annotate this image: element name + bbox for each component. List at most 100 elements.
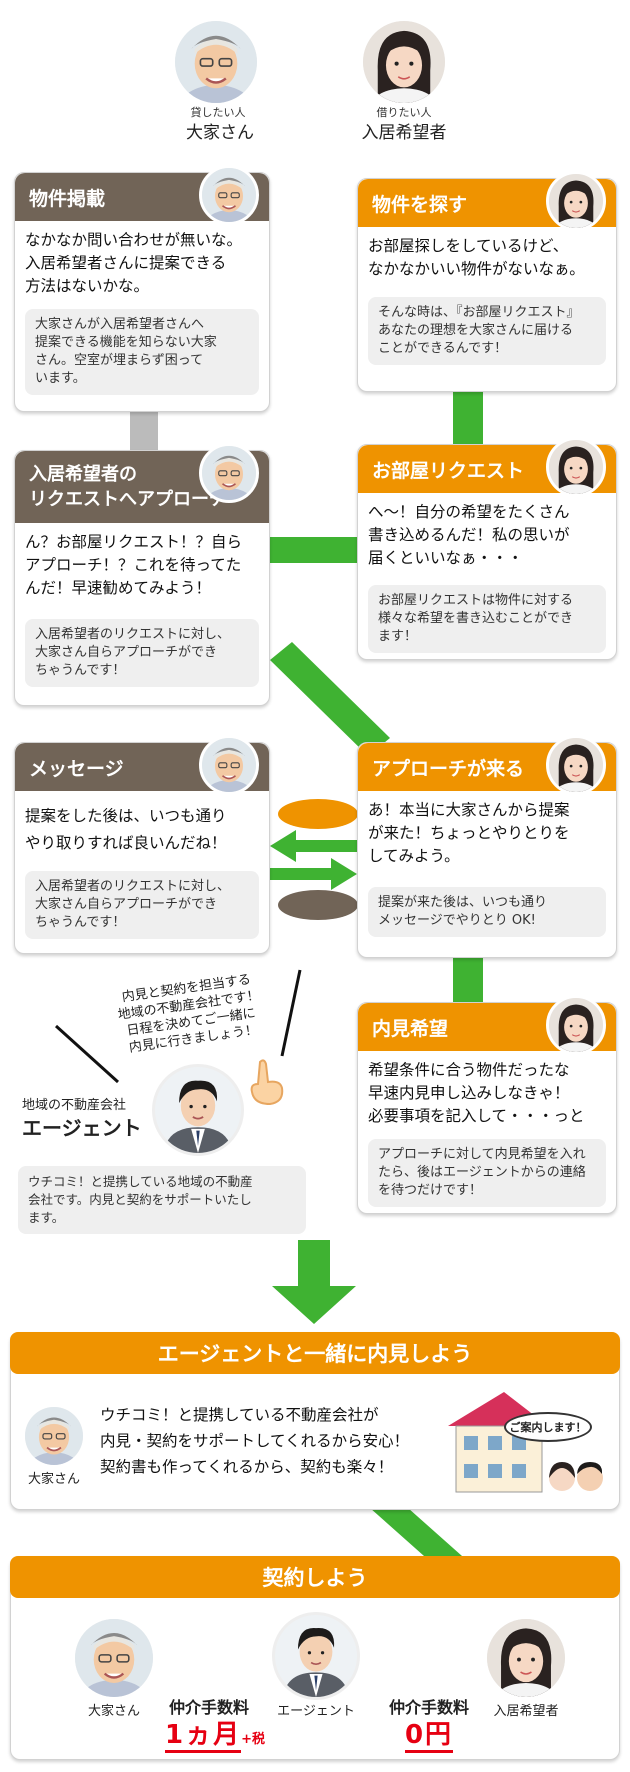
card-room-request-note-line: お部屋リクエストは物件に対する xyxy=(378,593,574,608)
connector-diagonal xyxy=(270,642,390,756)
card-message-title: メッセージ xyxy=(29,757,124,780)
card-message-note: 入居希望者のリクエストに対し、 大家さん自らアプローチができ ちゃうんです！ xyxy=(25,871,259,939)
card-room-request-body-line: 書き込めるんだ！私の思いが xyxy=(368,526,570,544)
card-room-request-note-line: 様々な希望を書き込むことができ xyxy=(378,611,574,626)
card-room-request: お部屋リクエスト へ～！自分の希望をたくさん 書き込めるんだ！私の思いが 届くと… xyxy=(357,437,617,660)
viewing-body-line: ウチコミ！と提携している不動産会社が xyxy=(100,1406,379,1424)
card-viewing-request-body-line: 必要事項を記入して・・・っと xyxy=(368,1107,585,1125)
card-listing-body-line: 方法はないかな。 xyxy=(25,277,150,295)
card-search-note-line: ことができるんです！ xyxy=(378,341,508,356)
agent-avatar xyxy=(152,1064,244,1156)
card-message-body-line: 提案をした後は、いつも通り xyxy=(25,807,227,825)
big-down-arrow xyxy=(272,1240,356,1324)
agent-note-line: ウチコミ！と提携している地域の不動産 xyxy=(28,1174,253,1189)
fee-label-right: 仲介手数料 xyxy=(388,1698,469,1717)
card-room-request-note: お部屋リクエストは物件に対する 様々な希望を書き込むことができ ます！ xyxy=(368,585,606,653)
contract-agent-avatar xyxy=(272,1612,360,1700)
card-room-request-title: お部屋リクエスト xyxy=(372,459,525,482)
guide-speech-text: ご案内します！ xyxy=(509,1421,587,1434)
card-approach-request-note-line: 入居希望者のリクエストに対し、 xyxy=(35,627,231,642)
agent-note-line: ます。 xyxy=(28,1210,65,1225)
landlord-role-name: 大家さん xyxy=(186,123,254,143)
card-search-note: そんな時は、『お部屋リクエスト』 あなたの理想を大家さんに届ける ことができるん… xyxy=(368,297,606,365)
card-search-avatar xyxy=(546,171,606,231)
card-message-note-line: ちゃうんです！ xyxy=(35,915,126,930)
contract-landlord-label: 大家さん xyxy=(87,1704,140,1719)
card-listing-body-line: 入居希望者さんに提案できる xyxy=(25,254,227,272)
connector-listing-approach xyxy=(130,408,158,450)
tenant-role-name: 入居希望者 xyxy=(361,123,447,143)
card-search: 物件を探す お部屋探しをしているけど、 なかなかいい物件がないなぁ。 そんな時は… xyxy=(357,171,617,392)
card-viewing-request-title: 内見希望 xyxy=(372,1017,449,1040)
card-approach-arrives-note: 提案が来た後は、いつも通り メッセージでやりとり OK! xyxy=(368,887,606,937)
card-approach-arrives-note-line: メッセージでやりとり OK! xyxy=(378,913,536,928)
connector-approach-request xyxy=(270,537,357,563)
viewing-body-line: 契約書も作ってくれるから、契約も楽々！ xyxy=(100,1458,394,1476)
pointing-hand-icon xyxy=(250,1059,284,1106)
card-listing-body-line: なかなか問い合わせが無いな。 xyxy=(25,231,243,249)
contract-tenant-avatar xyxy=(484,1616,568,1700)
card-approach-request: 入居希望者の リクエストへアプローチ ん？お部屋リクエスト！？自ら アプローチ！… xyxy=(14,443,270,706)
tenant-role-caption: 借りたい人 xyxy=(376,106,432,119)
card-search-note-line: あなたの理想を大家さんに届ける xyxy=(378,323,574,338)
card-approach-request-title-line: リクエストへアプローチ xyxy=(29,489,227,510)
card-room-request-body: へ～！自分の希望をたくさん 書き込めるんだ！私の思いが 届くといいなぁ・・・ xyxy=(368,501,606,570)
card-room-request-body-line: 届くといいなぁ・・・ xyxy=(368,549,524,567)
card-approach-arrives-title: アプローチが来る xyxy=(372,757,525,780)
agent-line-left xyxy=(54,1024,120,1084)
card-room-request-avatar xyxy=(546,437,606,497)
card-message-body: 提案をした後は、いつも通り やり取りすれば良いんだね！ xyxy=(25,803,259,857)
card-listing-avatar xyxy=(199,165,259,225)
card-search-note-line: そんな時は、『お部屋リクエスト』 xyxy=(378,305,580,320)
card-listing-note-line: 大家さんが入居希望者さんへ xyxy=(35,317,205,332)
viewing-landlord-avatar xyxy=(22,1404,86,1468)
house-icon xyxy=(448,1392,603,1493)
card-search-title: 物件を探す xyxy=(372,193,468,216)
agent-note-line: 会社です。内見と契約をサポートいたし xyxy=(28,1192,252,1207)
card-approach-request-note-line: ちゃうんです！ xyxy=(35,663,126,678)
fee-suffix-left: +税 xyxy=(241,1732,265,1747)
contract-section-title: 契約しよう xyxy=(10,1556,620,1598)
card-message: メッセージ 提案をした後は、いつも通り やり取りすれば良いんだね！ 入居希望者の… xyxy=(14,735,270,954)
fee-right: 0円 xyxy=(374,1714,484,1753)
card-search-body: お部屋探しをしているけど、 なかなかいい物件がないなぁ。 xyxy=(368,235,606,281)
card-approach-arrives-body-line: あ！本当に大家さんから提案 xyxy=(368,801,570,819)
card-message-body-line: やり取りすれば良いんだね！ xyxy=(25,834,227,852)
fee-label-left: 仲介手数料 xyxy=(168,1698,249,1717)
card-approach-request-body: ん？お部屋リクエスト！？自ら アプローチ！？これを待ってた んだ！早速勧めてみよ… xyxy=(25,531,259,600)
connector-arrives-viewing xyxy=(453,958,483,1004)
contract-agent-label: エージェント xyxy=(277,1704,355,1719)
viewing-body: ウチコミ！と提携している不動産会社が 内見・契約をサポートしてくれるから安心！ … xyxy=(100,1402,409,1480)
card-approach-request-title-line: 入居希望者の xyxy=(29,464,137,485)
card-listing: 物件掲載 なかなか問い合わせが無いな。 入居希望者さんに提案できる 方法はないか… xyxy=(14,165,270,412)
card-listing-note-line: さん。空室が埋まらず困って xyxy=(35,353,204,368)
card-message-note-line: 入居希望者のリクエストに対し、 xyxy=(35,879,231,894)
card-search-body-line: お部屋探しをしているけど、 xyxy=(368,237,569,255)
fee-left: 1ヵ月+税 xyxy=(150,1714,280,1753)
card-viewing-request: 内見希望 希望条件に合う物件だったな 早速内見申し込みしなきゃ！ 必要事項を記入… xyxy=(357,995,617,1214)
fee-value-right: 0円 xyxy=(404,1720,454,1753)
card-message-note-line: 大家さん自らアプローチができ xyxy=(35,897,218,912)
card-listing-note-line: 提案できる機能を知らない大家 xyxy=(35,335,217,350)
card-approach-arrives: アプローチが来る あ！本当に大家さんから提案 が来た！ちょっとやりとりを してみ… xyxy=(357,735,617,958)
card-viewing-request-body-line: 早速内見申し込みしなきゃ！ xyxy=(368,1084,570,1102)
landlord-role-caption: 貸したい人 xyxy=(190,106,246,119)
card-viewing-request-note-line: アプローチに対して内見希望を入れ xyxy=(378,1147,586,1162)
card-approach-request-avatar xyxy=(199,443,259,503)
card-approach-arrives-body-line: してみよう。 xyxy=(368,847,460,865)
card-viewing-request-note-line: を待つだけです！ xyxy=(378,1183,483,1198)
agent-line-right xyxy=(280,969,302,1057)
card-approach-arrives-body-line: が来た！ちょっとやりとりを xyxy=(368,824,570,842)
connector-viewing-contract xyxy=(370,1508,462,1556)
card-room-request-body-line: へ～！自分の希望をたくさん xyxy=(368,503,570,521)
landlord-avatar xyxy=(172,18,260,106)
tenant-avatar xyxy=(360,18,448,106)
arrow-right xyxy=(270,858,357,890)
viewing-landlord-label: 大家さん xyxy=(27,1472,80,1487)
card-listing-title: 物件掲載 xyxy=(29,187,106,210)
card-approach-request-body-line: ん？お部屋リクエスト！？自ら xyxy=(25,533,243,551)
card-approach-request-note-line: 大家さん自らアプローチができ xyxy=(35,645,218,660)
card-room-request-note-line: ます！ xyxy=(378,629,418,644)
agent-note: ウチコミ！と提携している地域の不動産 会社です。内見と契約をサポートいたし ます… xyxy=(18,1166,306,1234)
card-approach-arrives-avatar xyxy=(546,735,606,795)
